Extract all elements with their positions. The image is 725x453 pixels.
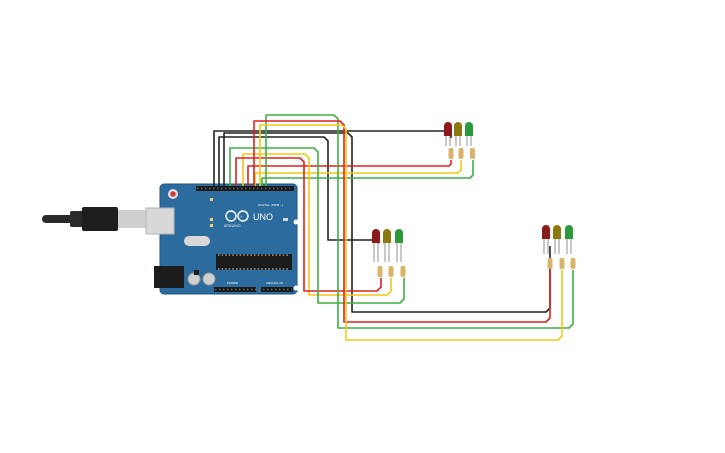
led-red-2[interactable] — [372, 229, 380, 262]
resistor-1c[interactable] — [470, 148, 475, 159]
header-power-label: POWER — [227, 281, 238, 285]
capacitor-2 — [202, 272, 216, 286]
resistor-3b[interactable] — [559, 258, 565, 269]
arduino-logo: – + — [225, 210, 249, 222]
resistor-1b[interactable] — [458, 148, 464, 159]
resistor-3c[interactable] — [570, 258, 576, 269]
led-red-1-body — [444, 122, 452, 136]
led-green-1[interactable] — [465, 122, 473, 146]
led-yellow-2-body — [383, 229, 391, 243]
led-red-2-body — [372, 229, 380, 243]
led-red-3[interactable] — [542, 225, 550, 254]
usb-cable[interactable] — [42, 207, 146, 231]
traffic-light-3[interactable] — [542, 225, 576, 269]
microcontroller-chip — [216, 254, 292, 270]
led-yellow-2[interactable] — [383, 229, 391, 262]
mount-hole-2 — [293, 285, 299, 291]
led-tx — [210, 218, 213, 221]
power-jack — [154, 266, 184, 288]
led-red-1[interactable] — [444, 122, 452, 146]
usb-port — [145, 207, 175, 235]
header-digital-label: DIGITAL (PWM~) — [258, 203, 283, 207]
wire-green-light-1 — [261, 160, 474, 186]
led-yellow-1-body — [454, 122, 462, 136]
resistor-1a[interactable] — [448, 148, 454, 159]
wire-red-light-2 — [235, 157, 382, 292]
wire-yellow-light-3 — [259, 124, 563, 341]
wire-yellow-light-1 — [254, 160, 462, 186]
wire-red-light-1 — [247, 160, 452, 186]
regulator — [194, 270, 199, 275]
wire-green-light-2 — [229, 147, 405, 304]
led-green-2[interactable] — [395, 229, 403, 262]
led-on — [283, 218, 288, 221]
wire-green-light-3 — [265, 114, 574, 329]
analog-header[interactable] — [261, 287, 293, 292]
traffic-light-1[interactable] — [444, 122, 475, 159]
led-green-3-body — [565, 225, 573, 239]
led-rx — [210, 224, 213, 227]
led-yellow-3-body — [553, 225, 561, 239]
usb-strain-relief — [70, 211, 84, 227]
board-model: UNO — [253, 212, 273, 222]
resistor-2b[interactable] — [388, 266, 394, 277]
usb-plug-metal — [118, 210, 146, 228]
mount-hole-1 — [293, 219, 299, 225]
crystal — [184, 236, 210, 246]
chip-pins — [218, 254, 290, 270]
traffic-light-2[interactable] — [372, 229, 406, 277]
usb-plug-body — [82, 207, 118, 231]
logo-loop-right — [237, 210, 249, 222]
resistor-2c[interactable] — [400, 266, 406, 277]
light-1-wires — [247, 160, 474, 186]
led-l — [210, 198, 213, 201]
led-yellow-3[interactable] — [553, 225, 561, 254]
logo-plus: + — [241, 215, 243, 219]
led-green-2-body — [395, 229, 403, 243]
logo-minus: – — [229, 215, 231, 219]
led-red-3-body — [542, 225, 550, 239]
resistor-3a[interactable] — [547, 258, 553, 269]
led-yellow-1[interactable] — [454, 122, 462, 146]
led-green-1-body — [465, 122, 473, 136]
resistor-2a[interactable] — [377, 266, 383, 277]
board-brand: ARDUINO — [224, 224, 241, 228]
logo-loop-left — [225, 210, 237, 222]
arduino-board[interactable]: – + UNO ARDUINO DIGITAL (PWM~) POWER ANA… — [145, 183, 299, 295]
header-analog-label: ANALOG IN — [266, 281, 283, 285]
light-3-wires — [253, 114, 574, 341]
led-green-3[interactable] — [565, 225, 573, 254]
reset-button-cap — [170, 191, 176, 197]
wire-red-light-3 — [253, 120, 551, 323]
